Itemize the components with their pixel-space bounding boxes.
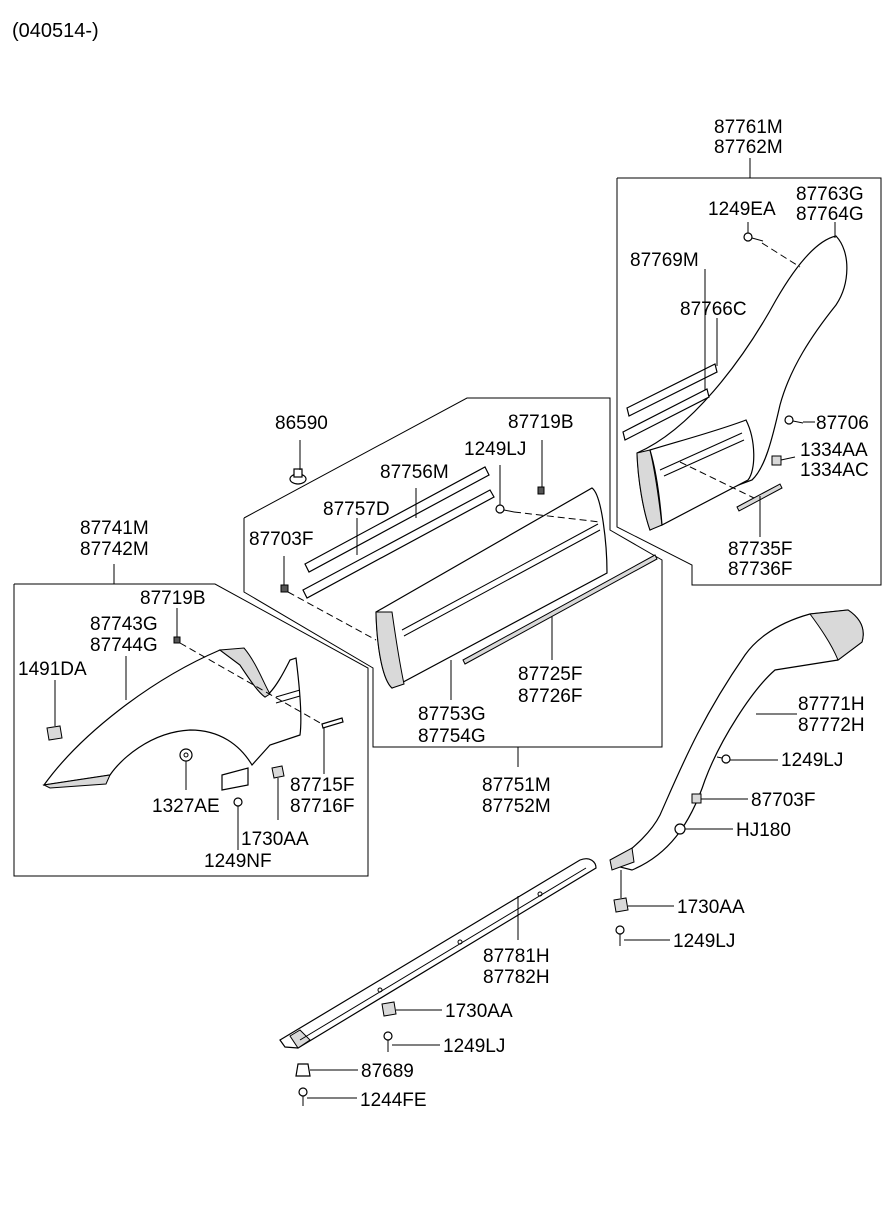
- label-87782H: 87782H: [483, 967, 550, 988]
- label-1244FE: 1244FE: [360, 1090, 427, 1111]
- label-1491DA: 1491DA: [18, 659, 87, 680]
- clip-87703F-arch-icon: [691, 793, 702, 804]
- label-87715F: 87715F: [290, 775, 354, 796]
- label-87754G: 87754G: [418, 726, 486, 747]
- label-1334AC: 1334AC: [800, 460, 869, 481]
- clip-icon: [771, 455, 782, 466]
- label-87719B-door: 87719B: [508, 412, 574, 433]
- label-87735F: 87735F: [728, 539, 792, 560]
- label-HJ180: HJ180: [736, 820, 791, 841]
- label-87764G: 87764G: [796, 204, 864, 225]
- grommet-HJ180-icon: [674, 823, 686, 835]
- label-86590: 86590: [275, 413, 328, 434]
- rear-arch-molding: [609, 609, 864, 871]
- label-87781H: 87781H: [483, 946, 550, 967]
- label-87736F: 87736F: [728, 559, 792, 580]
- rear-molding-strips: [622, 363, 718, 441]
- front-fender-group-box: [13, 583, 369, 877]
- label-1249LJ-sill: 1249LJ: [443, 1036, 505, 1057]
- label-87763G: 87763G: [796, 184, 864, 205]
- label-87771H: 87771H: [798, 694, 865, 715]
- bracket-icon: [221, 767, 249, 791]
- label-87762M: 87762M: [714, 137, 783, 158]
- label-87719B-fender: 87719B: [140, 588, 206, 609]
- label-87743G: 87743G: [90, 614, 158, 635]
- label-1730AA-sill: 1730AA: [445, 1001, 513, 1022]
- clip-87703F-icon: [280, 584, 289, 593]
- label-1327AE: 1327AE: [152, 796, 220, 817]
- label-1334AA: 1334AA: [800, 440, 868, 461]
- label-1249LJ-arch-lower: 1249LJ: [673, 931, 735, 952]
- screw-1249LJ-arch-icon: [716, 754, 731, 764]
- clip-1730AA-fender-icon: [271, 765, 285, 779]
- label-87769M: 87769M: [630, 250, 699, 271]
- label-87766C: 87766C: [680, 299, 747, 320]
- bolt-icon: [743, 232, 764, 242]
- label-1249EA: 1249EA: [708, 199, 776, 220]
- label-87753G: 87753G: [418, 704, 486, 725]
- label-87716F: 87716F: [290, 796, 354, 817]
- nut-1327AE-icon: [179, 748, 193, 762]
- diagram-code: (040514-): [12, 20, 99, 42]
- clip-87719B-fender-icon: [173, 636, 181, 644]
- rear-group-box: [616, 177, 882, 586]
- label-87752M: 87752M: [482, 796, 551, 817]
- label-87703F-door: 87703F: [249, 529, 313, 550]
- label-87689: 87689: [361, 1061, 414, 1082]
- rear-quarter-garnish: [636, 235, 848, 531]
- label-87741M: 87741M: [80, 518, 149, 539]
- label-1249LJ-door: 1249LJ: [464, 439, 526, 460]
- label-87706: 87706: [816, 413, 869, 434]
- label-1730AA-arch: 1730AA: [677, 897, 745, 918]
- side-sill-molding: [279, 858, 597, 1049]
- label-87756M: 87756M: [380, 462, 449, 483]
- clip-87689-icon: [295, 1063, 311, 1077]
- front-fender-garnish: [42, 647, 302, 789]
- screw-icon: [784, 415, 804, 425]
- label-87703F-arch: 87703F: [751, 790, 815, 811]
- door-lower-strip: [462, 554, 658, 665]
- clip-1730AA-arch-icon: [613, 897, 629, 913]
- door-group-box: [243, 397, 663, 748]
- label-87757D: 87757D: [323, 499, 390, 520]
- door-side-molding: [375, 487, 608, 689]
- clip-1491DA-icon: [46, 725, 63, 741]
- label-87725F: 87725F: [518, 664, 582, 685]
- clip-1730AA-sill-icon: [381, 1001, 397, 1017]
- screw-1249LJ-icon: [495, 504, 515, 514]
- screw-1249LJ-arch-lower-icon: [615, 925, 625, 946]
- screw-1244FE-icon: [298, 1087, 308, 1106]
- clip-87719B-icon: [537, 486, 545, 495]
- fender-molding-strip: [321, 717, 344, 729]
- screw-1249NF-icon: [233, 797, 243, 820]
- label-87751M: 87751M: [482, 775, 551, 796]
- clip-86590-icon: [289, 468, 307, 485]
- door-upper-strips: [302, 466, 495, 599]
- label-87772H: 87772H: [798, 715, 865, 736]
- screw-1249LJ-sill-icon: [383, 1031, 393, 1052]
- label-1730AA-fender: 1730AA: [241, 829, 309, 850]
- label-87726F: 87726F: [518, 686, 582, 707]
- label-1249LJ-arch: 1249LJ: [781, 750, 843, 771]
- label-87744G: 87744G: [90, 635, 158, 656]
- label-1249NF: 1249NF: [204, 851, 272, 872]
- label-87742M: 87742M: [80, 539, 149, 560]
- label-87761M: 87761M: [714, 117, 783, 138]
